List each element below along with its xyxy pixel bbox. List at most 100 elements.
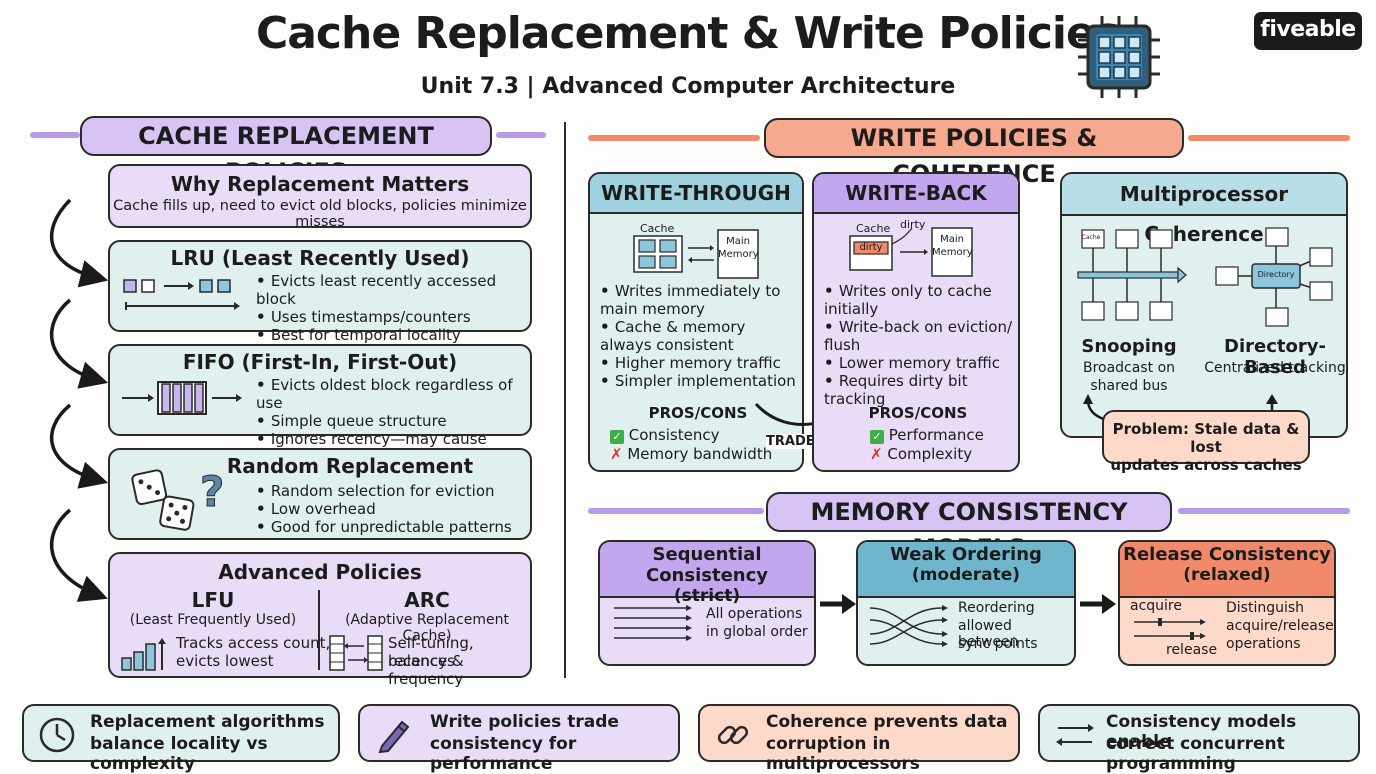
list-item: Write-back on eviction/ flush — [824, 318, 1018, 354]
wt-proscons: PROS/CONS — [648, 404, 748, 422]
arc-text-1: Self-tuning, balances — [388, 634, 474, 670]
wb-pro: ✓ Performance — [870, 426, 984, 444]
footer-card-1: Replacement algorithms balance locality … — [22, 704, 340, 774]
parallel-arrows-icon — [614, 605, 692, 641]
wb-dirty-tag: dirty — [859, 242, 883, 253]
page-title: Cache Replacement & Write Policies — [255, 8, 1121, 59]
footer-card-3: Coherence prevents data corruption in mu… — [698, 704, 1020, 774]
sequential-header: Sequential Consistency (strict) — [600, 542, 814, 606]
clock-icon — [39, 717, 75, 753]
release-title: Release Consistency — [1123, 544, 1331, 565]
write-through-title: WRITE-THROUGH — [590, 174, 802, 214]
wb-memory-label-2: Memory — [932, 247, 973, 258]
list-item: Best for temporal locality — [256, 326, 530, 344]
footer-2-line-1: Write policies trade — [430, 712, 619, 732]
left-section-heading: CACHE REPLACEMENT POLICIES — [80, 116, 492, 186]
right-heading-bar-left — [588, 135, 760, 141]
right-section-heading: WRITE POLICIES & COHERENCE — [764, 118, 1184, 188]
footer-1-line-1: Replacement algorithms — [90, 712, 325, 732]
right-heading-bar-right — [1188, 135, 1350, 141]
page-subtitle: Unit 7.3 | Advanced Computer Architectur… — [420, 74, 956, 99]
why-replacement-card: Why Replacement Matters Cache fills up, … — [108, 164, 532, 230]
sequential-level: (strict) — [673, 586, 741, 606]
dice-icon: ? — [131, 467, 225, 531]
wt-pro-text: Consistency — [628, 426, 720, 444]
wb-dirty-label: dirty — [900, 218, 926, 231]
lru-bullets: Evicts least recently accessed block Use… — [256, 272, 530, 344]
wt-con-text: Memory bandwidth — [627, 445, 773, 463]
problem-callout: Problem: Stale data & lost updates acros… — [1102, 410, 1310, 474]
weak-header: Weak Ordering (moderate) — [858, 542, 1074, 598]
why-replacement-text: Cache fills up, need to evict old blocks… — [113, 198, 527, 230]
replacement-flow-arrows — [49, 198, 109, 602]
advanced-policies-card: Advanced Policies LFU (Least Frequently … — [108, 552, 532, 688]
check-icon: ✓ — [870, 430, 884, 444]
lfu-text-2: evicts lowest — [176, 652, 274, 670]
wb-cache-label: Cache — [856, 222, 891, 235]
queue-icon — [122, 381, 242, 415]
wb-pro-text: Performance — [888, 426, 984, 444]
lru-blocks-icon — [123, 279, 240, 310]
fiveable-logo[interactable]: fiveable — [1254, 12, 1362, 50]
weak-ordering-card: Weak Ordering (moderate) Reordering allo… — [856, 540, 1076, 666]
release-level: (relaxed) — [1183, 565, 1271, 585]
wt-cache-diagram — [633, 229, 759, 279]
problem-text-2: updates across caches — [1110, 456, 1302, 474]
list-item: Random selection for eviction — [256, 482, 512, 500]
svg-text:?: ? — [200, 467, 224, 516]
left-heading-bar-right — [496, 132, 546, 138]
snooping-desc-1: Broadcast on — [1082, 360, 1176, 376]
memory-heading-bar-left — [588, 508, 764, 514]
model-arrow-2 — [1080, 594, 1116, 614]
wt-cache-label: Cache — [640, 222, 675, 235]
wt-bullets: Writes immediately to main memory Cache … — [600, 282, 798, 390]
weak-title: Weak Ordering — [890, 544, 1042, 565]
advanced-title: Advanced Policies — [218, 560, 422, 584]
column-divider — [564, 122, 566, 678]
bar-up-icon — [121, 638, 166, 671]
lfu-name: LFU — [191, 588, 235, 612]
model-arrow-1 — [820, 594, 856, 614]
lfu-text-1: Tracks access count, — [176, 634, 331, 652]
wb-con: ✗ Complexity — [870, 445, 972, 463]
list-item: Writes only to cache initially — [824, 282, 1018, 318]
check-icon: ✓ — [610, 430, 624, 444]
wt-pro: ✓ Consistency — [610, 426, 719, 444]
weak-text-1: Reordering — [958, 600, 1035, 616]
sequential-text-2: in global order — [706, 624, 808, 640]
fifo-title: FIFO (First-In, First-Out) — [182, 350, 458, 374]
weak-level: (moderate) — [911, 565, 1021, 585]
cpu-chip-icon — [1078, 16, 1160, 98]
snooping-desc-2: shared bus — [1090, 378, 1168, 394]
write-back-card: WRITE-BACK Cache dirty dirty Main Memory… — [812, 172, 1020, 472]
random-card: Random Replacement ? Random selection fo… — [108, 448, 532, 540]
wb-bullets: Writes only to cache initially Write-bac… — [824, 282, 1018, 408]
release-text-2: acquire/release — [1226, 618, 1334, 634]
list-item: Requires dirty bit tracking — [824, 372, 1018, 408]
list-item: Good for unpredictable patterns — [256, 518, 512, 536]
memory-heading-bar-right — [1178, 508, 1350, 514]
arc-text-2: recency & frequency — [388, 652, 464, 688]
list-item: Cache & memory always consistent — [600, 318, 798, 354]
footer-2-line-2: consistency for performance — [430, 734, 577, 774]
sequential-title: Sequential Consistency — [645, 544, 769, 586]
cache-chip-label: Cache — [1081, 234, 1101, 241]
list-item: Low overhead — [256, 500, 512, 518]
release-consistency-card: Release Consistency (relaxed) acquire re… — [1118, 540, 1336, 666]
sequential-consistency-card: Sequential Consistency (strict) All oper… — [598, 540, 816, 666]
cross-icon: ✗ — [870, 445, 883, 463]
snooping-name: Snooping — [1081, 336, 1177, 357]
list-item: Simple queue structure — [256, 412, 530, 430]
acquire-release-icon — [1134, 618, 1206, 640]
release-label: release — [1166, 642, 1218, 658]
arc-full: (Adaptive Replacement Cache) — [345, 612, 509, 644]
random-title: Random Replacement — [226, 454, 474, 478]
wb-memory-label-1: Main — [940, 234, 964, 245]
footer-3-line-2: corruption in multiprocessors — [766, 734, 920, 774]
wt-memory-label-2: Memory — [718, 249, 759, 260]
acquire-label: acquire — [1130, 598, 1182, 614]
list-item: Simpler implementation — [600, 372, 798, 390]
list-item: Lower memory traffic — [824, 354, 1018, 372]
footer-card-2: Write policies trade consistency for per… — [358, 704, 680, 774]
crossing-arrows-icon — [869, 605, 948, 647]
